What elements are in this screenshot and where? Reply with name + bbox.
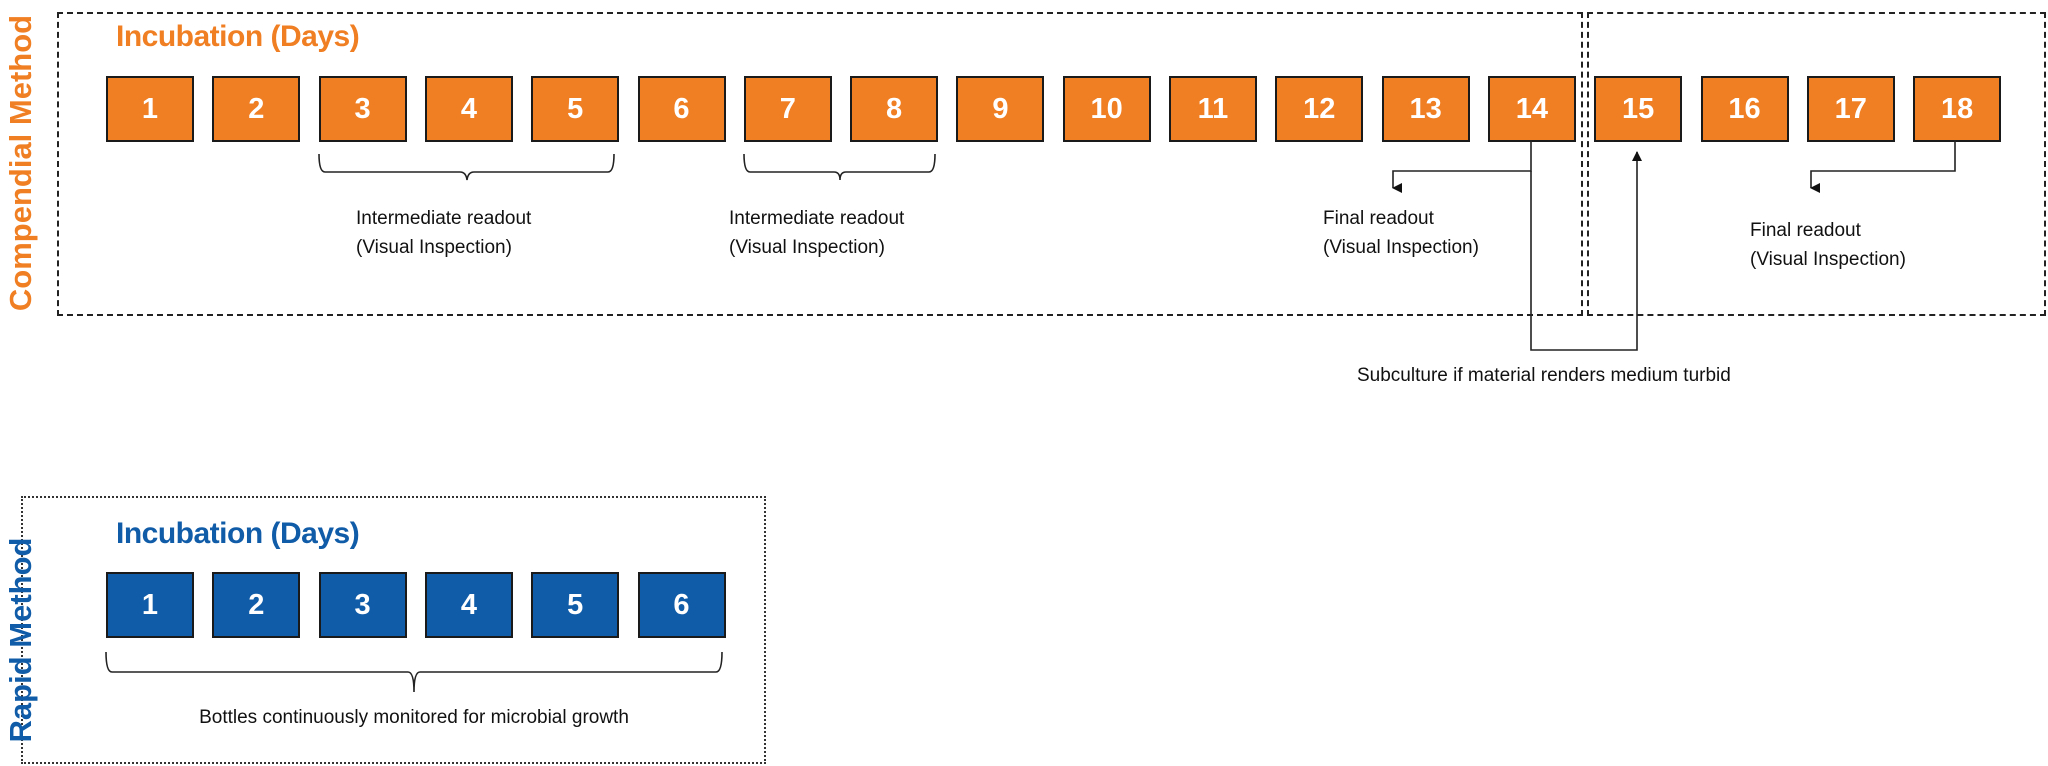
rapid-day-box: 4	[424, 572, 513, 638]
note-line: Intermediate readout	[356, 208, 532, 229]
compendial-day-box: 12	[1275, 76, 1364, 142]
note-line: Intermediate readout	[729, 208, 905, 229]
rapid-day-box: 3	[318, 572, 407, 638]
arrow-final-readout-2	[1810, 140, 1956, 193]
intermediate-readout-2: Intermediate readout (Visual Inspection)	[729, 204, 904, 262]
compendial-day-box: 16	[1700, 76, 1789, 142]
note-line: Final readout	[1323, 208, 1434, 229]
compendial-incubation-title: Incubation (Days)	[116, 20, 360, 53]
brace-monitoring	[105, 651, 723, 693]
compendial-day-box: 1	[106, 76, 194, 142]
intermediate-readout-1: Intermediate readout (Visual Inspection)	[356, 204, 531, 262]
brace-intermediate-2	[743, 153, 936, 181]
rapid-day-box: 1	[106, 572, 194, 638]
compendial-day-box: 5	[531, 76, 620, 142]
note-line: (Visual Inspection)	[1750, 249, 1906, 270]
note-line: (Visual Inspection)	[356, 237, 512, 258]
subculture-note: Subculture if material renders medium tu…	[1357, 365, 1731, 386]
arrow-subculture	[1530, 151, 1642, 351]
compendial-day-box: 4	[424, 76, 513, 142]
compendial-day-box: 18	[1913, 76, 2002, 142]
final-readout-2: Final readout (Visual Inspection)	[1750, 216, 1906, 274]
note-line: (Visual Inspection)	[1323, 237, 1479, 258]
compendial-day-box: 11	[1169, 76, 1257, 142]
rapid-incubation-title: Incubation (Days)	[116, 517, 360, 550]
compendial-day-box: 2	[212, 76, 301, 142]
compendial-day-box: 10	[1062, 76, 1151, 142]
rapid-day-box: 5	[531, 572, 620, 638]
note-line: (Visual Inspection)	[729, 237, 885, 258]
compendial-day-box: 9	[956, 76, 1045, 142]
rapid-day-box: 2	[212, 572, 301, 638]
compendial-day-box: 15	[1594, 76, 1683, 142]
compendial-frame	[57, 12, 1583, 316]
compendial-extension-frame	[1587, 12, 2046, 316]
monitoring-note: Bottles continuously monitored for micro…	[199, 707, 629, 728]
rapid-day-box: 6	[637, 572, 726, 638]
rapid-frame	[21, 496, 766, 764]
compendial-day-box: 3	[318, 76, 407, 142]
compendial-day-box: 8	[850, 76, 939, 142]
note-line: Final readout	[1750, 220, 1861, 241]
brace-intermediate-1	[318, 153, 615, 181]
compendial-day-box: 17	[1806, 76, 1895, 142]
compendial-day-box: 13	[1381, 76, 1470, 142]
compendial-day-box: 7	[743, 76, 832, 142]
compendial-day-box: 14	[1487, 76, 1576, 142]
compendial-day-box: 6	[637, 76, 726, 142]
final-readout-1: Final readout (Visual Inspection)	[1323, 204, 1479, 262]
arrow-final-readout-1	[1392, 140, 1532, 193]
